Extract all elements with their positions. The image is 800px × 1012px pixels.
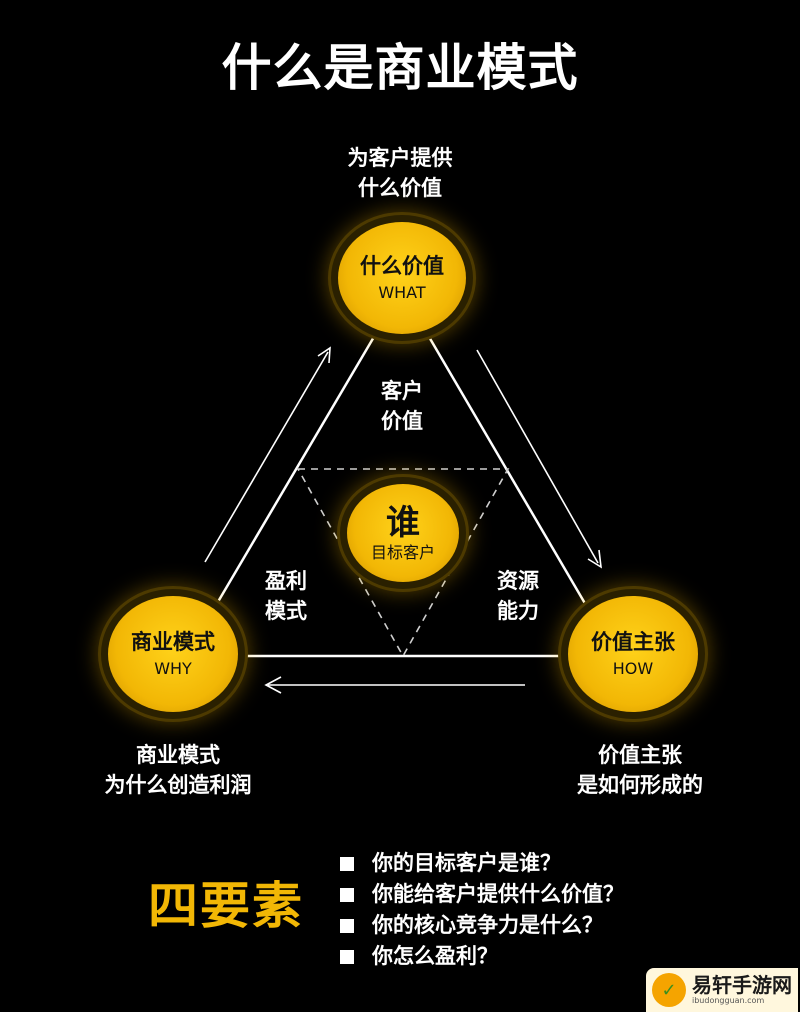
list-item: 你的核心竞争力是什么？ bbox=[340, 910, 624, 941]
square-bullet-icon bbox=[340, 918, 354, 933]
square-bullet-icon bbox=[340, 887, 354, 902]
site-logo-icon: ✓ bbox=[652, 973, 686, 1007]
watermark-url: ibudongguan.com bbox=[692, 996, 765, 1005]
square-bullet-icon bbox=[340, 949, 354, 964]
left-caption: 商业模式 为什么创造利润 bbox=[104, 743, 252, 797]
list-item: 你怎么盈利？ bbox=[340, 941, 624, 972]
node-target-customer: 谁 目标客户 bbox=[347, 484, 459, 582]
top-caption: 为客户提供 什么价值 bbox=[347, 146, 453, 200]
label-customer-value: 客户 价值 bbox=[381, 379, 423, 433]
four-elements-heading: 四要素 bbox=[148, 877, 304, 935]
triangle-edge-left bbox=[210, 329, 380, 613]
watermark-name: 易轩手游网 bbox=[692, 973, 792, 997]
right-caption: 价值主张 是如何形成的 bbox=[577, 743, 703, 797]
arrow-right-down bbox=[476, 349, 599, 564]
watermark: ✓ 易轩手游网 ibudongguan.com bbox=[646, 968, 798, 1012]
square-bullet-icon bbox=[340, 856, 354, 871]
label-profit-model: 盈利 模式 bbox=[265, 569, 307, 623]
label-resource-capability: 资源 能力 bbox=[497, 569, 539, 623]
arrow-left-up bbox=[204, 351, 329, 563]
list-item: 你能给客户提供什么价值？ bbox=[340, 879, 624, 910]
node-what: 什么价值 WHAT bbox=[338, 222, 466, 334]
list-item: 你的目标客户是谁？ bbox=[340, 848, 624, 879]
node-how: 价值主张 HOW bbox=[568, 596, 698, 712]
dashed-inner-triangle bbox=[296, 468, 510, 658]
node-why: 商业模式 WHY bbox=[108, 596, 238, 712]
four-elements-list: 你的目标客户是谁？ 你能给客户提供什么价值？ 你的核心竞争力是什么？ 你怎么盈利… bbox=[340, 848, 624, 972]
page-title: 什么是商业模式 bbox=[221, 39, 579, 97]
